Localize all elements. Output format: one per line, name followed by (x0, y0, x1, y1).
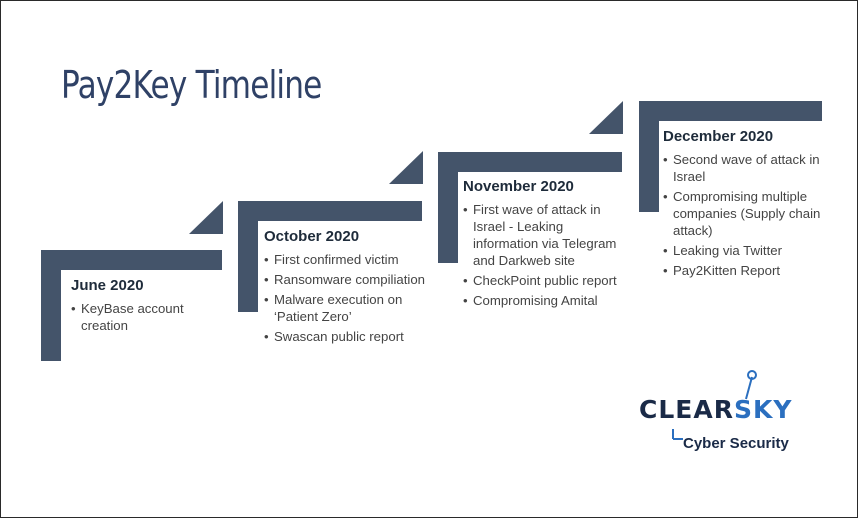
step-1-side-bar (41, 250, 61, 361)
page-title: Pay2Key Timeline (61, 63, 322, 107)
step-2-side-bar (238, 201, 258, 312)
list-item: •Compromising multiple companies (Supply… (663, 189, 821, 238)
logo-antenna-icon (745, 370, 757, 400)
stage-october: October 2020 •First confirmed victim •Ra… (264, 228, 434, 348)
step-1-arrow-triangle (189, 201, 223, 234)
logo-wordmark: CLEARSKY (639, 395, 793, 424)
step-1-top-bar (41, 250, 222, 270)
stage-date: December 2020 (663, 128, 774, 145)
list-item: •First confirmed victim (264, 252, 399, 267)
logo-subtitle: Cyber Security (683, 435, 789, 452)
clearsky-logo: CLEARSKY Cyber Security (639, 369, 799, 461)
stage-date: October 2020 (264, 228, 360, 245)
step-4-side-bar (639, 101, 659, 212)
list-item: •Leaking via Twitter (663, 243, 782, 258)
stage-december: December 2020 •Second wave of attack in … (663, 128, 823, 282)
list-item: •Malware execution on ‘Patient Zero’ (264, 292, 403, 324)
list-item: •Swascan public report (264, 329, 404, 344)
list-item: •Compromising Amital (463, 293, 598, 308)
step-3-arrow-triangle (589, 101, 623, 134)
stage-date: November 2020 (463, 178, 574, 195)
list-item: •Second wave of attack in Israel (663, 152, 820, 184)
logo-connector-icon (672, 429, 683, 440)
step-3-top-bar (438, 152, 622, 172)
step-4-top-bar (639, 101, 822, 121)
list-item: •Ransomware compiliation (264, 272, 425, 287)
step-2-arrow-triangle (389, 151, 423, 184)
step-3-side-bar (438, 152, 458, 263)
stage-date: June 2020 (71, 277, 144, 294)
stage-june: June 2020 •KeyBase account creation (71, 277, 216, 337)
step-2-top-bar (238, 201, 422, 221)
list-item: •Pay2Kitten Report (663, 263, 781, 278)
stage-november: November 2020 •First wave of attack in I… (463, 178, 623, 312)
list-item: •KeyBase account creation (71, 301, 184, 333)
list-item: •First wave of attack in Israel - Leakin… (463, 202, 617, 268)
list-item: •CheckPoint public report (463, 273, 617, 288)
